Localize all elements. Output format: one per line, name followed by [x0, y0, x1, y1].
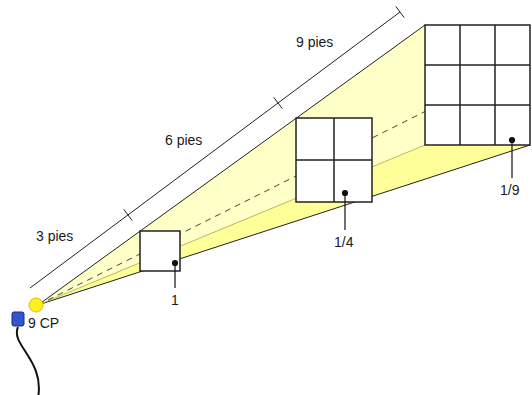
dimension-line — [30, 6, 404, 288]
candlepower-label: 9 CP — [28, 315, 59, 332]
leader-line — [173, 138, 515, 289]
area-square — [140, 231, 180, 271]
cone-edge — [38, 25, 425, 305]
area-value: 1/9 — [500, 182, 519, 199]
area-grid — [296, 118, 372, 202]
area-value: 1 — [171, 292, 179, 309]
area-grid — [425, 25, 530, 145]
cable — [17, 327, 39, 395]
light-cone — [38, 25, 530, 305]
light-source — [29, 298, 43, 312]
area-value: 1/4 — [334, 234, 353, 251]
lamp-body — [12, 312, 24, 326]
dimension-label: 9 pies — [296, 34, 333, 51]
dimension-label: 3 pies — [36, 228, 73, 245]
cone-edge — [38, 145, 530, 305]
light-cone-face — [38, 25, 425, 305]
dimension-label: 6 pies — [165, 132, 202, 149]
